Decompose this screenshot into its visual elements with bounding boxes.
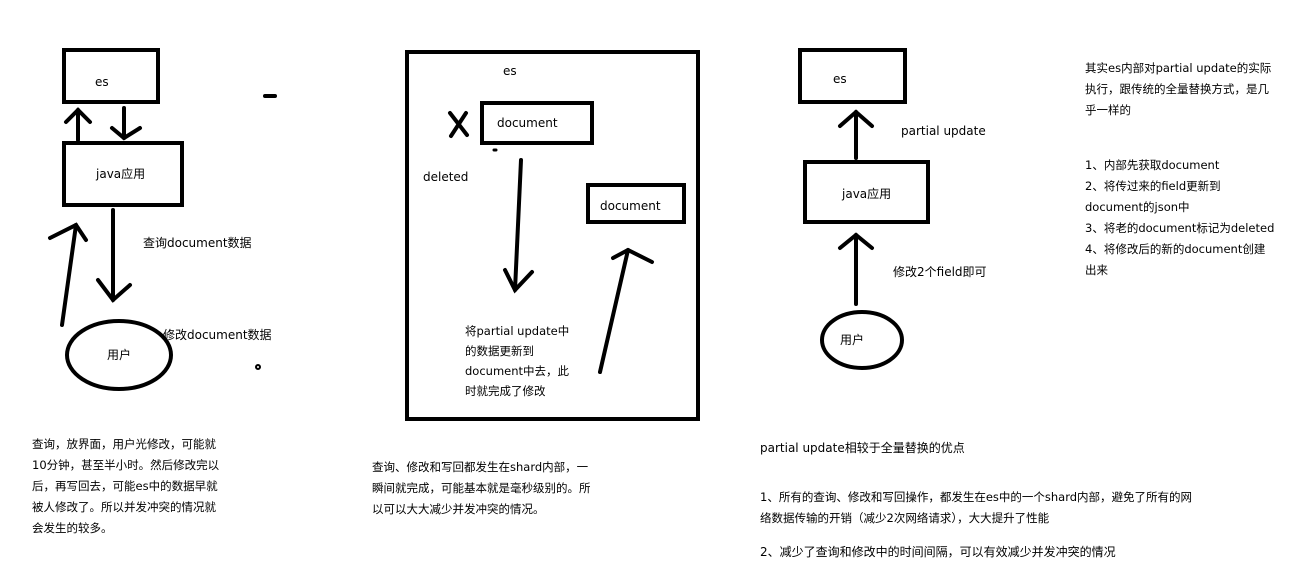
panel3-advantage-1: 1、所有的查询、修改和写回操作，都发生在es中的一个shard内部，避免了所有的… bbox=[760, 490, 1193, 525]
panel2-deleted-label: deleted bbox=[423, 170, 469, 184]
panel3-app-label: java应用 bbox=[842, 187, 892, 201]
panel3-app-box bbox=[803, 160, 930, 224]
panel1-note: 查询，放界面，用户光修改，可能就 10分钟，甚至半小时。然后修改完以 后，再写回… bbox=[32, 437, 220, 535]
panel2-note: 查询、修改和写回都发生在shard内部，一 瞬间就完成，可能基本就是毫秒级别的。… bbox=[372, 460, 591, 516]
side-note-steps: 1、内部先获取document 2、将传过来的field更新到 document… bbox=[1085, 158, 1275, 277]
panel1-dot-mark bbox=[255, 364, 261, 370]
panel2-old-doc-box bbox=[480, 101, 594, 145]
panel1-user-ellipse bbox=[65, 319, 173, 391]
panel2-es-label: es bbox=[503, 64, 517, 78]
panel3-es-label: es bbox=[833, 72, 847, 86]
panel1-app-box bbox=[62, 141, 184, 207]
panel2-shard-box bbox=[405, 50, 700, 421]
panel1-es-label: es bbox=[95, 75, 109, 89]
panel1-es-box bbox=[62, 48, 160, 104]
panel2-cross-mark bbox=[448, 111, 469, 138]
panel1-down-arrow-app-to-user bbox=[96, 208, 132, 303]
panel3-advantage-2: 2、减少了查询和修改中的时间间隔，可以有效减少并发冲突的情况 bbox=[760, 545, 1116, 559]
panel2-new-doc-box bbox=[586, 183, 686, 224]
panel1-query-label: 查询document数据 bbox=[143, 236, 252, 250]
panel1-user-label: 用户 bbox=[107, 348, 132, 362]
panel2-down-arrow bbox=[503, 158, 534, 294]
panel3-up-arrow-user-to-app bbox=[838, 232, 874, 306]
panel3-user-label: 用户 bbox=[840, 333, 865, 347]
panel2-up-arrow-to-new-doc bbox=[598, 247, 654, 374]
panel2-new-doc-label: document bbox=[600, 199, 661, 213]
panel1-down-arrow-es-to-app bbox=[110, 106, 142, 141]
panel3-modify-fields-label: 修改2个field即可 bbox=[893, 265, 987, 279]
panel1-modify-label: 修改document数据 bbox=[163, 328, 272, 342]
panel1-app-label: java应用 bbox=[96, 167, 146, 181]
panel3-partial-update-label: partial update bbox=[901, 124, 986, 138]
panel2-old-doc-label: document bbox=[497, 116, 558, 130]
panel3-es-box bbox=[798, 48, 907, 104]
panel2-update-text: 将partial update中 的数据更新到 document中去，此 时就完… bbox=[465, 324, 570, 398]
side-note-intro: 其实es内部对partial update的实际 执行，跟传统的全量替换方式，是… bbox=[1085, 61, 1272, 117]
panel3-user-ellipse bbox=[820, 310, 904, 370]
panel1-up-arrow-user-to-app bbox=[48, 222, 88, 327]
panel1-up-arrow-app-to-es bbox=[64, 107, 92, 142]
panel3-up-arrow-app-to-es bbox=[838, 109, 874, 160]
panel3-advantage-title: partial update相较于全量替换的优点 bbox=[760, 441, 965, 455]
